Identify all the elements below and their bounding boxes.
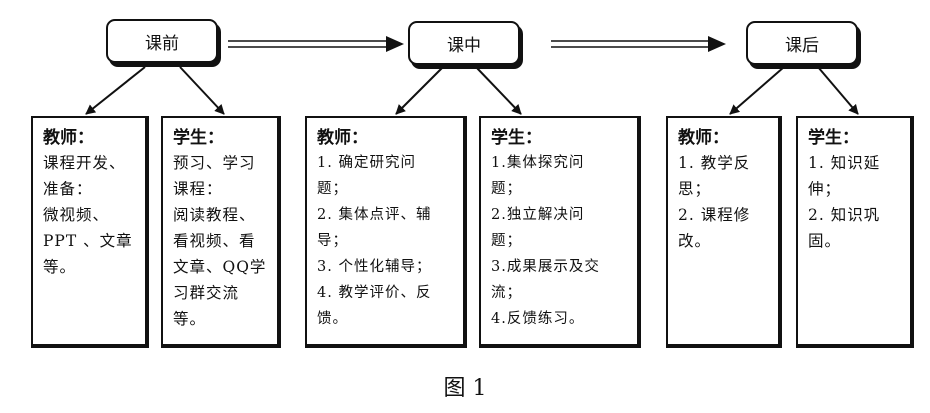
list-item: 微视频、 xyxy=(43,206,110,224)
list-item: 2. 集体点评、辅 xyxy=(317,207,432,223)
list-item: 课程： xyxy=(173,180,223,198)
before-student-box: 学生： 预习、学习 课程： 阅读教程、 看视频、看 文章、QQ学 习群交流等。 xyxy=(161,116,281,348)
box-title: 学生： xyxy=(173,128,224,148)
box-items: 1.集体探究问 题； 2.独立解决问 题； 3.成果展示及交 流； 4.反馈练习… xyxy=(491,150,631,332)
phase-after: 课后 xyxy=(746,21,858,65)
branch-arrow-during-student xyxy=(475,66,522,115)
box-items: 1. 知识延 伸； 2. 知识巩 固。 xyxy=(808,150,904,254)
box-title: 教师： xyxy=(43,128,94,148)
list-item: 固。 xyxy=(808,232,842,250)
figure-caption: 图 1 xyxy=(443,376,487,401)
phase-arrow-during-to-after xyxy=(551,36,726,52)
list-item: 伸； xyxy=(808,180,842,198)
during-student-box: 学生： 1.集体探究问 题； 2.独立解决问 题； 3.成果展示及交 流； 4.… xyxy=(479,116,641,348)
branch-arrow-after-teacher xyxy=(729,66,785,115)
list-item: 流； xyxy=(491,285,522,301)
list-item: 馈。 xyxy=(317,311,348,327)
list-item: 导； xyxy=(317,233,348,249)
during-teacher-box: 教师： 1. 确定研究问 题； 2. 集体点评、辅 导； 3. 个性化辅导； 4… xyxy=(305,116,467,348)
list-item: 1. 教学反 xyxy=(678,154,751,172)
box-items: 1. 教学反 思； 2. 课程修 改。 xyxy=(678,150,772,254)
list-item: 阅读教程、 xyxy=(173,206,256,224)
branch-arrow-after-student xyxy=(817,66,859,115)
list-item: 题； xyxy=(491,181,522,197)
list-item: 文章、QQ学 xyxy=(173,258,267,276)
list-item: 改。 xyxy=(678,232,712,250)
before-teacher-box: 教师： 课程开发、 准备： 微视频、 PPT 、文章 等。 xyxy=(31,116,149,348)
box-items: 课程开发、 准备： 微视频、 PPT 、文章 等。 xyxy=(43,150,139,280)
list-item: 题； xyxy=(491,233,522,249)
list-item: 1.集体探究问 xyxy=(491,155,585,171)
list-item: 2. 知识巩 xyxy=(808,206,881,224)
list-item: 3. 个性化辅导； xyxy=(317,259,432,275)
list-item: 4.反馈练习。 xyxy=(491,311,585,327)
list-item: 1. 知识延 xyxy=(808,154,881,172)
list-item: 4. 教学评价、反 xyxy=(317,285,432,301)
list-item: 看视频、看 xyxy=(173,232,256,250)
list-item: 习群交流等。 xyxy=(173,284,240,328)
box-title: 教师： xyxy=(317,128,368,148)
branch-arrow-before-student xyxy=(179,66,225,115)
branch-arrow-before-teacher xyxy=(85,66,146,115)
branch-arrow-during-teacher xyxy=(395,66,444,115)
list-item: 2. 课程修 xyxy=(678,206,751,224)
after-teacher-box: 教师： 1. 教学反 思； 2. 课程修 改。 xyxy=(666,116,782,348)
phase-during: 课中 xyxy=(408,21,520,65)
list-item: PPT 、文章 xyxy=(43,232,133,250)
list-item: 3.成果展示及交 xyxy=(491,259,600,275)
list-item: 预习、学习 xyxy=(173,154,256,172)
list-item: 思； xyxy=(678,180,712,198)
phase-arrow-before-to-during xyxy=(228,36,404,52)
list-item: 2.独立解决问 xyxy=(491,207,585,223)
box-title: 学生： xyxy=(808,128,859,148)
list-item: 题； xyxy=(317,181,348,197)
list-item: 1. 确定研究问 xyxy=(317,155,416,171)
box-title: 学生： xyxy=(491,128,542,148)
box-title: 教师： xyxy=(678,128,729,148)
box-items: 1. 确定研究问 题； 2. 集体点评、辅 导； 3. 个性化辅导； 4. 教学… xyxy=(317,150,457,332)
list-item: 准备： xyxy=(43,180,93,198)
phase-before: 课前 xyxy=(106,19,218,63)
list-item: 等。 xyxy=(43,258,77,276)
list-item: 课程开发、 xyxy=(43,154,126,172)
box-items: 预习、学习 课程： 阅读教程、 看视频、看 文章、QQ学 习群交流等。 xyxy=(173,150,271,332)
after-student-box: 学生： 1. 知识延 伸； 2. 知识巩 固。 xyxy=(796,116,914,348)
